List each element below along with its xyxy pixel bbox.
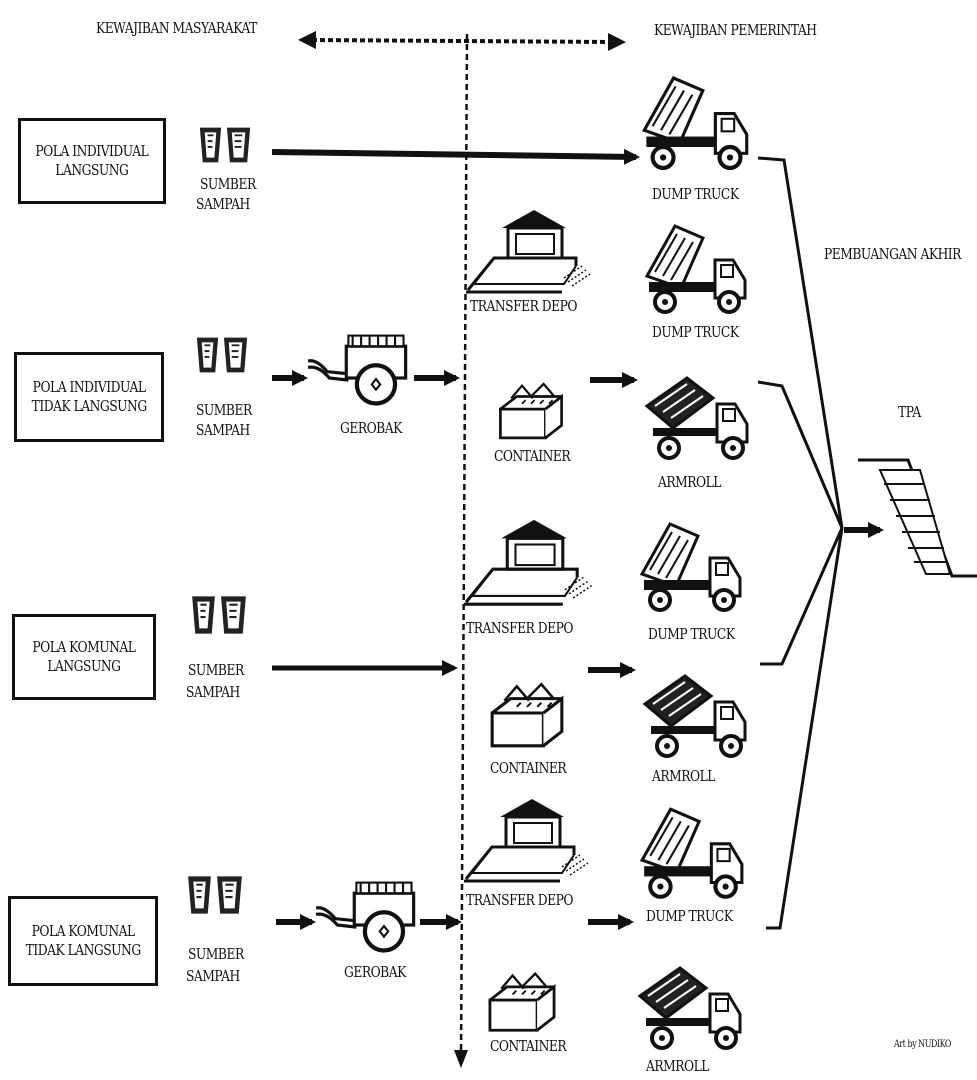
armroll-truck-icon bbox=[645, 676, 745, 756]
sampah-label: SAMPAH bbox=[186, 968, 240, 985]
container-label: CONTAINER bbox=[490, 1038, 566, 1055]
transfer-depo-label: TRANSFER DEPO bbox=[466, 892, 573, 909]
pattern-box-2: POLA INDIVIDUAL TIDAK LANGSUNG bbox=[14, 352, 164, 442]
transfer-depo-label: TRANSFER DEPO bbox=[466, 620, 573, 637]
sampah-label: SAMPAH bbox=[196, 196, 250, 213]
dump-truck-icon bbox=[644, 78, 746, 168]
armroll-truck-icon bbox=[640, 968, 740, 1048]
trash-bins-icon bbox=[192, 596, 246, 633]
transfer-depot-icon bbox=[466, 210, 590, 292]
dump-truck-label: DUMP TRUCK bbox=[652, 324, 739, 341]
sampah-label: SAMPAH bbox=[196, 422, 250, 439]
pattern-box-4: POLA KOMUNAL TIDAK LANGSUNG bbox=[8, 896, 158, 986]
trash-bins-icon bbox=[200, 128, 250, 163]
trash-bins-icon bbox=[197, 338, 247, 373]
header-right-label: KEWAJIBAN PEMERINTAH bbox=[654, 22, 816, 39]
container-icon bbox=[490, 974, 554, 1031]
gerobak-label: GEROBAK bbox=[340, 420, 402, 437]
armroll-label: ARMROLL bbox=[658, 474, 721, 491]
sumber-label: SUMBER bbox=[196, 402, 252, 419]
sumber-label: SUMBER bbox=[200, 176, 256, 193]
final-disposal-label: PEMBUANGAN AKHIR bbox=[824, 246, 961, 263]
dump-truck-icon bbox=[642, 809, 742, 897]
dump-truck-icon bbox=[647, 226, 745, 312]
container-icon bbox=[492, 684, 562, 746]
responsibility-arrow bbox=[312, 40, 612, 42]
armroll-label: ARMROLL bbox=[652, 768, 715, 785]
pattern-label: POLA KOMUNAL LANGSUNG bbox=[32, 638, 135, 676]
trash-bins-icon bbox=[188, 876, 242, 913]
landfill-icon bbox=[858, 460, 977, 576]
pattern-label: POLA KOMUNAL TIDAK LANGSUNG bbox=[25, 922, 140, 960]
converging-lines bbox=[758, 158, 842, 928]
container-label: CONTAINER bbox=[494, 448, 570, 465]
transfer-depo-label: TRANSFER DEPO bbox=[470, 298, 577, 315]
container-label: CONTAINER bbox=[490, 760, 566, 777]
sampah-label: SAMPAH bbox=[186, 684, 240, 701]
container-icon bbox=[500, 384, 561, 438]
transfer-depot-icon bbox=[464, 799, 588, 881]
pattern-label: POLA INDIVIDUAL LANGSUNG bbox=[36, 142, 149, 180]
dump-truck-label: DUMP TRUCK bbox=[646, 908, 733, 925]
header-left-label: KEWAJIBAN MASYARAKAT bbox=[96, 20, 257, 37]
tpa-label: TPA bbox=[898, 404, 921, 421]
credit-text: Art by NUDIKO bbox=[894, 1036, 951, 1053]
sumber-label: SUMBER bbox=[188, 946, 244, 963]
gerobak-label: GEROBAK bbox=[344, 964, 406, 981]
dump-truck-label: DUMP TRUCK bbox=[648, 626, 735, 643]
transfer-depot-icon bbox=[464, 520, 592, 604]
pattern-box-3: POLA KOMUNAL LANGSUNG bbox=[12, 614, 156, 700]
cart-icon bbox=[316, 883, 414, 951]
armroll-truck-icon bbox=[647, 378, 747, 458]
dump-truck-icon bbox=[642, 524, 740, 610]
dump-truck-label: DUMP TRUCK bbox=[652, 186, 739, 203]
armroll-label: ARMROLL bbox=[646, 1058, 709, 1075]
cart-icon bbox=[308, 336, 406, 404]
sumber-label: SUMBER bbox=[188, 662, 244, 679]
pattern-box-1: POLA INDIVIDUAL LANGSUNG bbox=[18, 118, 166, 204]
pattern-label: POLA INDIVIDUAL TIDAK LANGSUNG bbox=[31, 378, 146, 416]
